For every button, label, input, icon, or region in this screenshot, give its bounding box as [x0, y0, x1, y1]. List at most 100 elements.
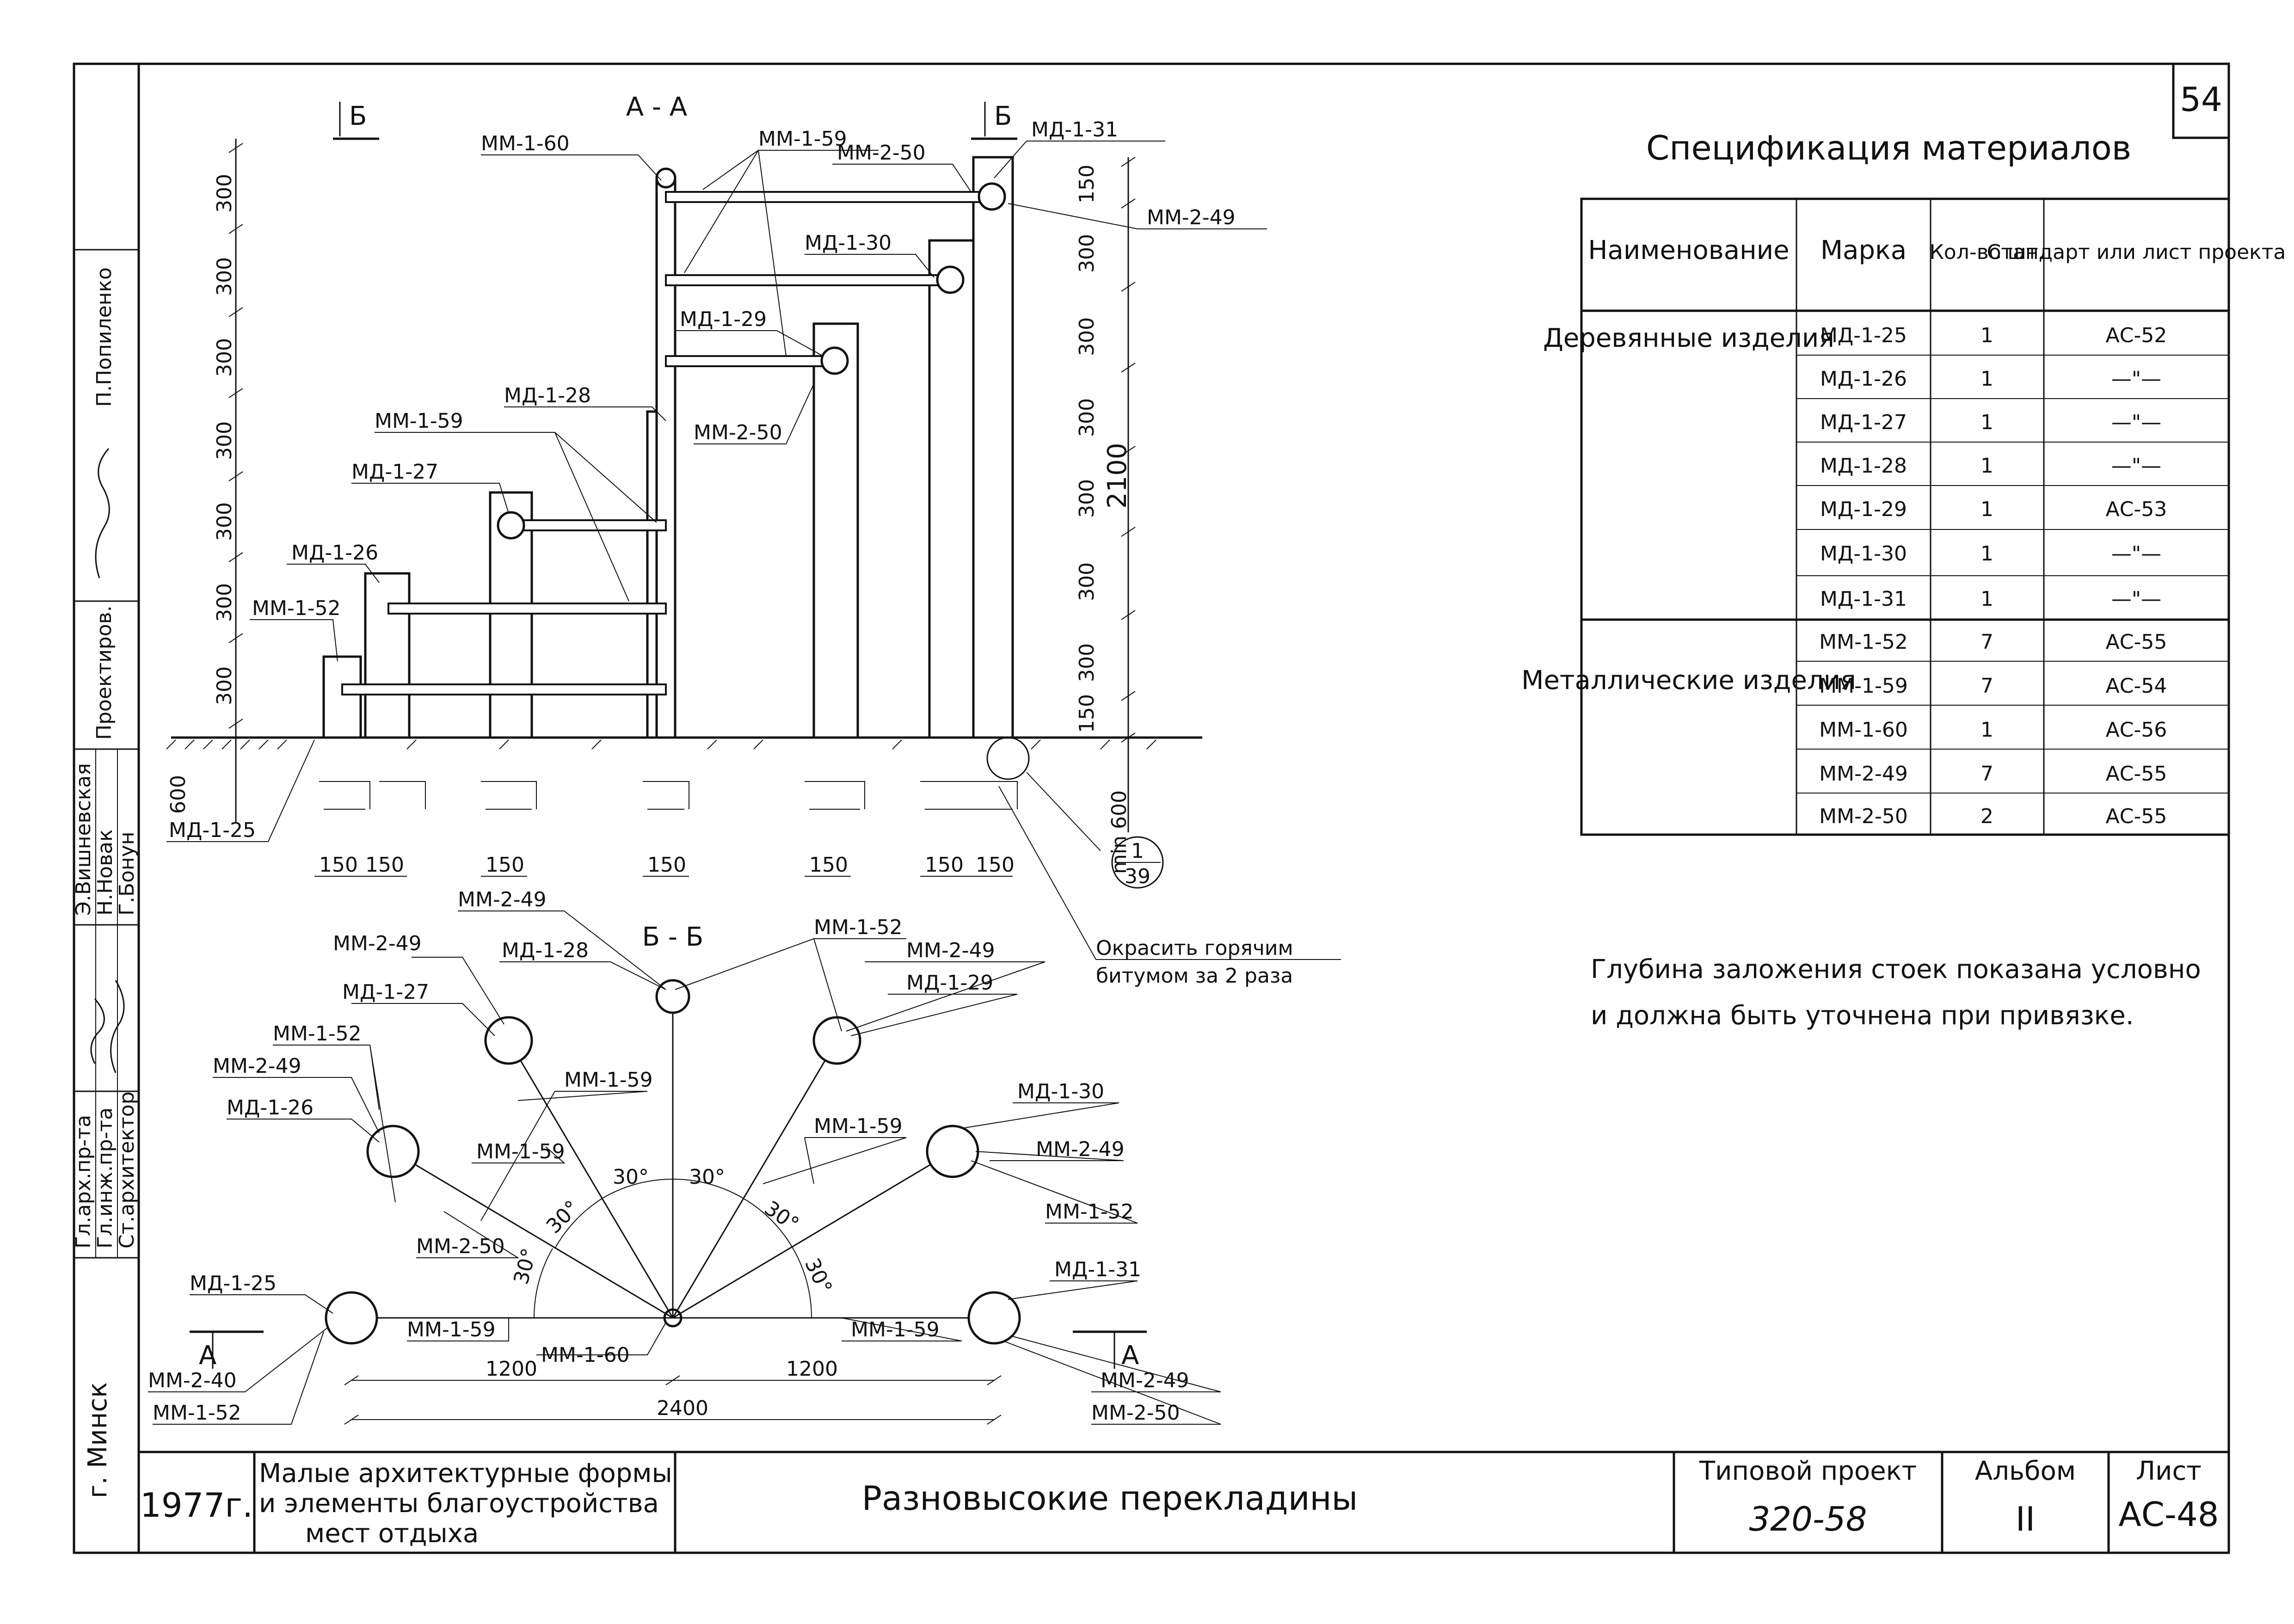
spec-cell: ММ-2-50: [1819, 805, 1908, 828]
bracket-md-1-29: [820, 346, 849, 375]
project-number: 320-58: [1749, 1500, 1867, 1538]
album-title-line-3: мест отдыха: [305, 1519, 479, 1549]
designed-label: Проектиров.: [92, 605, 116, 740]
label-md-1-25: МД-1-25: [169, 818, 256, 842]
sheet-code: АС-48: [2118, 1495, 2219, 1534]
spec-cell: ММ-2-49: [1819, 762, 1908, 786]
angle-1: 30°: [509, 1246, 541, 1287]
right-dim-8: 150: [1075, 694, 1099, 733]
plan-post-md-1-28: [655, 979, 690, 1014]
left-dim-3: 300: [213, 338, 236, 377]
spec-cell: ММ-1-59: [1819, 674, 1908, 698]
post-md-1-30: [928, 239, 975, 739]
plan-bb: Б - Б 30° 30° 30° 30° 30°: [148, 888, 1221, 1425]
specification: Спецификация материалов Наименование Мар…: [1521, 129, 2286, 836]
post-md-1-26: [364, 572, 411, 739]
signed-label: П.Попиленко: [92, 267, 116, 407]
spec-cell: АС-55: [2106, 805, 2167, 828]
right-dim-6: 300: [1075, 562, 1099, 601]
label-mm-2-50-top: ММ-2-50: [837, 141, 926, 165]
plan-post-md-1-31: [967, 1291, 1021, 1345]
plan-label-mm-2-49-tr: ММ-2-49: [906, 939, 995, 962]
sheet-label: Лист: [2136, 1456, 2202, 1486]
role-chief-engineer: Гл.инж.пр-та: [93, 1107, 117, 1249]
spec-header-name: Наименование: [1588, 235, 1789, 265]
name-bonun: Г.Бонун: [115, 832, 139, 916]
left-dim-4: 300: [213, 421, 236, 460]
spec-cell: 2: [1980, 805, 1993, 828]
angle-2: 30°: [542, 1196, 584, 1238]
spec-group-metal: Металлические изделия: [1521, 665, 1856, 695]
spec-row-lines: [1796, 355, 2229, 794]
total-height-dim: 2100: [1102, 443, 1132, 509]
base-dim-1: 150: [319, 853, 358, 877]
role-senior-architect: Ст.архитектор: [115, 1091, 139, 1249]
spec-cell: МД-1-27: [1820, 411, 1907, 434]
sheet-number: 54: [2180, 80, 2222, 119]
signature-2: [90, 998, 105, 1064]
paint-note-1: Окрасить горячим: [1096, 936, 1293, 960]
plan-post-md-1-30: [926, 1125, 979, 1178]
spec-cell: АС-54: [2106, 674, 2167, 698]
left-dim-6: 300: [213, 583, 236, 622]
spec-header-mark: Марка: [1820, 235, 1907, 265]
plan-label-mm-2-40: ММ-2-40: [148, 1369, 237, 1392]
base-dim-2: 150: [365, 853, 404, 877]
label-mm-2-50-mid: ММ-2-50: [694, 421, 782, 444]
plan-label-md-1-27: МД-1-27: [342, 980, 429, 1004]
spec-cell: 1: [1980, 542, 1993, 566]
spec-cell: 7: [1980, 674, 1993, 698]
plan-label-mm-2-49-right: ММ-2-49: [1036, 1138, 1125, 1161]
label-mm-1-59-mid: ММ-1-59: [375, 409, 463, 433]
plan-label-mm-1-59-e: ММ-1-59: [851, 1318, 940, 1341]
depth-dim: 600: [166, 775, 190, 814]
bar-level-6: [665, 274, 949, 286]
left-dim-7: 300: [213, 666, 236, 705]
signature-3: [110, 980, 125, 1073]
cut-a-left-label: А: [199, 1341, 216, 1371]
bracket-md-1-30: [936, 265, 965, 294]
spec-cell: 1: [1980, 587, 1993, 611]
base-dim-6: 150: [925, 853, 964, 877]
detail-circle: [986, 737, 1030, 780]
plan-label-md-1-26: МД-1-26: [227, 1096, 314, 1120]
spec-cell: МД-1-28: [1820, 454, 1907, 478]
plan-dim-left: 1200: [486, 1357, 537, 1381]
plan-dim-right: 1200: [786, 1357, 838, 1381]
plan-post-md-1-29: [812, 1016, 861, 1065]
depth-note-line-1: Глубина заложения стоек показана условно: [1591, 954, 2201, 984]
cut-a-right-label: А: [1121, 1341, 1139, 1371]
base-dim-7: 150: [976, 853, 1015, 877]
left-dim-1: 300: [213, 174, 236, 213]
spec-cell: АС-55: [2106, 630, 2167, 654]
label-md-1-30: МД-1-30: [805, 231, 892, 255]
plan-label-mm-1-59-c: ММ-1-59: [814, 1114, 903, 1138]
spec-cell: 7: [1980, 630, 1993, 654]
label-md-1-26: МД-1-26: [291, 541, 378, 565]
plan-leaders: [148, 910, 1221, 1425]
plan-label-mm-1-52-top: ММ-1-52: [814, 916, 903, 939]
spec-cell: АС-55: [2106, 762, 2167, 786]
section-bb-title: Б - Б: [642, 922, 704, 952]
label-mm-1-60: ММ-1-60: [481, 132, 570, 155]
spec-cell: 1: [1980, 718, 1993, 742]
album-title-line-2: и элементы благоустройства: [259, 1489, 659, 1519]
plan-label-mm-2-49-tl: ММ-2-49: [333, 932, 422, 955]
plan-label-md-1-28: МД-1-28: [502, 939, 589, 962]
spec-cell: —"—: [2111, 411, 2161, 434]
album-title-line-1: Малые архитектурные формы: [259, 1458, 672, 1489]
label-mm-1-52: ММ-1-52: [252, 597, 341, 620]
spec-cell: ММ-1-60: [1819, 718, 1908, 742]
section-aa-title: А - А: [626, 92, 687, 122]
sheet-number-box: [2172, 62, 2230, 139]
spec-cell: —"—: [2111, 587, 2161, 611]
title-block: 1977г. Малые архитектурные формы и элеме…: [139, 1451, 2229, 1553]
name-novak: Н.Новак: [93, 829, 117, 916]
spec-header-standard: Стандарт или лист проекта: [1987, 240, 2286, 264]
spec-cell: —"—: [2111, 367, 2161, 391]
city-label: г. Минск: [83, 1382, 113, 1498]
post-md-1-25: [322, 655, 362, 739]
right-dim-4: 300: [1075, 398, 1099, 437]
